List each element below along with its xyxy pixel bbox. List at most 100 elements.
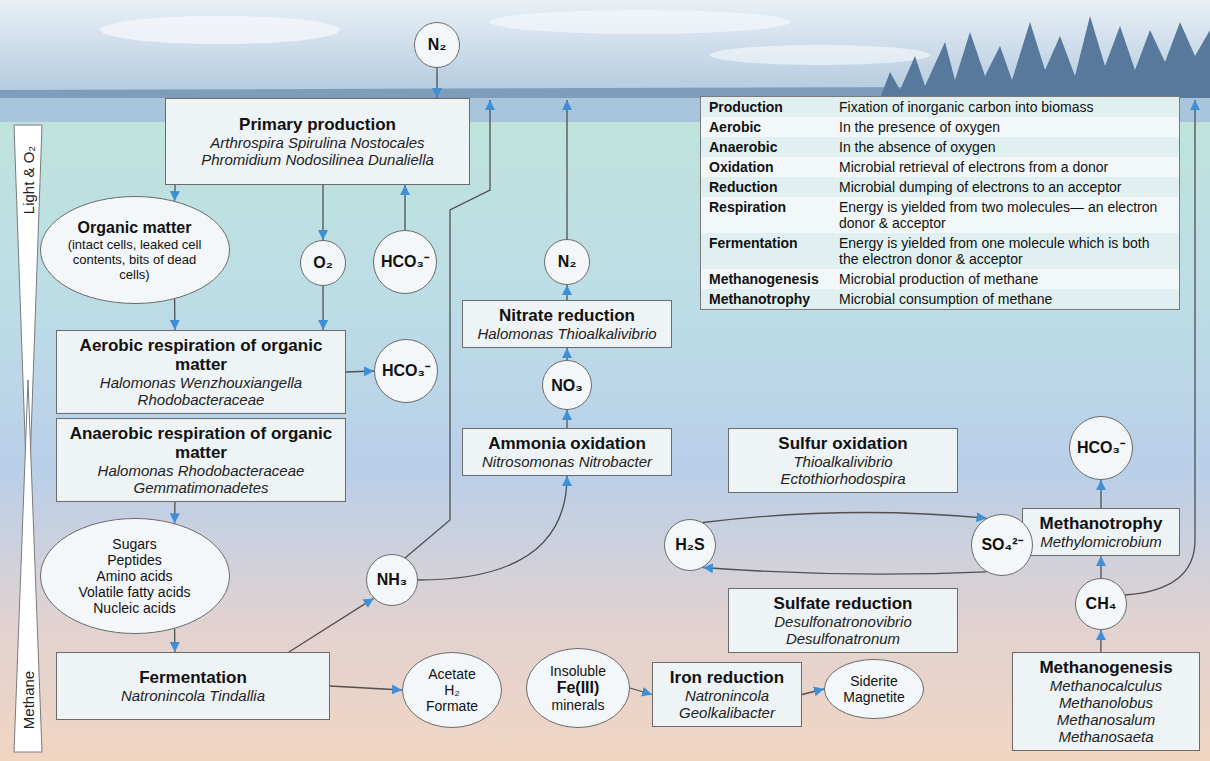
molecule-circle: HCO₃⁻	[374, 339, 438, 403]
process-box: Aerobic respiration of organic matterHal…	[56, 330, 346, 414]
process-title: Fermentation	[64, 668, 322, 687]
pool-text: H₂	[412, 682, 492, 698]
flow-arrow	[174, 502, 176, 523]
organism-list: Thioalkalivibrio Ectothiorhodospira	[736, 453, 950, 487]
process-title: Sulfate reduction	[736, 594, 950, 613]
gradient-triangle	[14, 380, 42, 752]
pool-ellipse: InsolubleFe(III)minerals	[526, 648, 630, 728]
gradient-label: Light & O₂	[20, 146, 37, 214]
process-title: Ammonia oxidation	[470, 434, 664, 453]
process-title: Sulfur oxidation	[736, 434, 950, 453]
molecule-label: CH₄	[1080, 594, 1122, 613]
outline-shape	[825, 660, 924, 719]
molecule-label: H₂S	[669, 535, 711, 554]
outline-shape	[367, 555, 418, 606]
flow-arrow	[322, 185, 323, 240]
pool-text: Acetate	[412, 666, 492, 682]
outline-shape	[527, 649, 630, 728]
molecule-circle: NH₃	[366, 554, 418, 606]
pool-text: Organic matter	[62, 218, 206, 237]
molecule-circle: SO₄²⁻	[971, 514, 1033, 576]
definition-term: Oxidation	[701, 157, 831, 177]
flow-arrow	[630, 688, 652, 695]
definition-term: Production	[701, 97, 831, 117]
pool-text: Fe(III)	[536, 679, 619, 697]
molecule-circle: N₂	[414, 22, 460, 68]
flow-arrow	[174, 185, 176, 201]
outline-shape	[40, 519, 229, 634]
process-box: Anaerobic respiration of organic matterH…	[56, 418, 346, 502]
cloud	[710, 45, 930, 65]
molecule-label: SO₄²⁻	[977, 535, 1027, 554]
pool-text: Amino acids	[59, 568, 211, 584]
pool-ellipse: AcetateH₂Formate	[402, 652, 502, 728]
molecule-circle: NO₃	[542, 360, 592, 410]
organism-list: Methanocalculus Methanolobus Methanosalu…	[1020, 677, 1192, 745]
definition-text: Fixation of inorganic carbon into biomas…	[831, 97, 1179, 117]
pool-text: Formate	[412, 698, 492, 714]
molecule-circle: H₂S	[664, 519, 716, 571]
flow-arrow	[404, 185, 405, 230]
flow-arrow	[566, 348, 567, 360]
molecule-label: NH₃	[371, 570, 413, 589]
organism-list: Nitrosomonas Nitrobacter	[470, 453, 664, 470]
process-title: Methanogenesis	[1020, 658, 1192, 677]
definition-table: ProductionFixation of inorganic carbon i…	[700, 96, 1180, 310]
organism-list: Natronincola Geolkalibacter	[660, 687, 794, 721]
pool-text: Nucleic acids	[59, 600, 211, 616]
flow-arrow	[174, 299, 176, 330]
pool-text: Volatile fatty acids	[59, 584, 211, 600]
molecule-label: N₂	[549, 252, 586, 271]
pool-text: Peptides	[59, 552, 211, 568]
flow-arrow	[418, 476, 567, 580]
outline-shape	[40, 197, 229, 304]
process-box: Sulfate reductionDesulfonatronovibrio De…	[728, 588, 958, 653]
pool-ellipse: Organic matter(intact cells, leaked cell…	[40, 196, 230, 304]
organism-list: Halomonas Wenzhouxiangella Rhodobacterac…	[64, 374, 338, 408]
organism-list: Desulfonatronovibrio Desulfonatronum	[736, 613, 950, 647]
process-box: Iron reductionNatronincola Geolkalibacte…	[652, 662, 802, 727]
flow-arrow	[330, 686, 402, 690]
flow-arrow	[566, 285, 567, 300]
definition-text: Energy is yielded from two molecules— an…	[831, 197, 1179, 233]
flow-arrow	[703, 568, 987, 575]
flow-arrow	[566, 410, 567, 428]
outline-shape	[301, 241, 346, 286]
process-title: Methanotrophy	[1030, 514, 1172, 533]
outline-shape	[375, 340, 438, 403]
process-box: MethanogenesisMethanocalculus Methanolob…	[1012, 652, 1200, 751]
flow-arrow	[1100, 480, 1101, 508]
definition-text: Microbial dumping of electrons to an acc…	[831, 177, 1179, 197]
flow-arrow	[289, 598, 374, 652]
pool-text: minerals	[536, 697, 619, 713]
flow-arrow	[436, 68, 437, 98]
process-box: FermentationNatronincola Tindallia	[56, 652, 330, 720]
flow-arrow	[802, 689, 824, 695]
process-box: Sulfur oxidationThioalkalivibrio Ectothi…	[728, 428, 958, 493]
definition-text: Microbial production of methane	[831, 269, 1179, 289]
cloud	[100, 16, 340, 44]
process-title: Iron reduction	[660, 668, 794, 687]
pool-text: Siderite	[834, 673, 914, 689]
molecule-label: HCO₃⁻	[380, 361, 431, 380]
flow-arrow	[322, 286, 323, 330]
flow-arrow	[174, 629, 176, 652]
outline-shape	[415, 23, 460, 68]
outline-shape	[545, 240, 590, 285]
process-box: Nitrate reductionHalomonas Thioalkalivib…	[462, 300, 672, 348]
process-box: Primary productionArthrospira Spirulina …	[165, 98, 470, 185]
molecule-circle: N₂	[544, 239, 590, 285]
molecule-circle: HCO₃⁻	[1069, 416, 1133, 480]
definition-text: Microbial consumption of methane	[831, 289, 1179, 309]
molecule-label: HCO₃⁻	[379, 252, 430, 271]
outline-shape	[543, 361, 592, 410]
molecule-circle: HCO₃⁻	[373, 230, 437, 294]
molecule-circle: O₂	[300, 240, 346, 286]
definition-text: Microbial retrieval of electrons from a …	[831, 157, 1179, 177]
organism-list: Natronincola Tindallia	[64, 687, 322, 704]
flow-arrow	[1100, 556, 1101, 578]
process-title: Nitrate reduction	[470, 306, 664, 325]
definition-text: In the absence of oxygen	[831, 137, 1179, 157]
pool-ellipse: SideriteMagnetite	[824, 659, 924, 719]
process-title: Aerobic respiration of organic matter	[64, 336, 338, 374]
